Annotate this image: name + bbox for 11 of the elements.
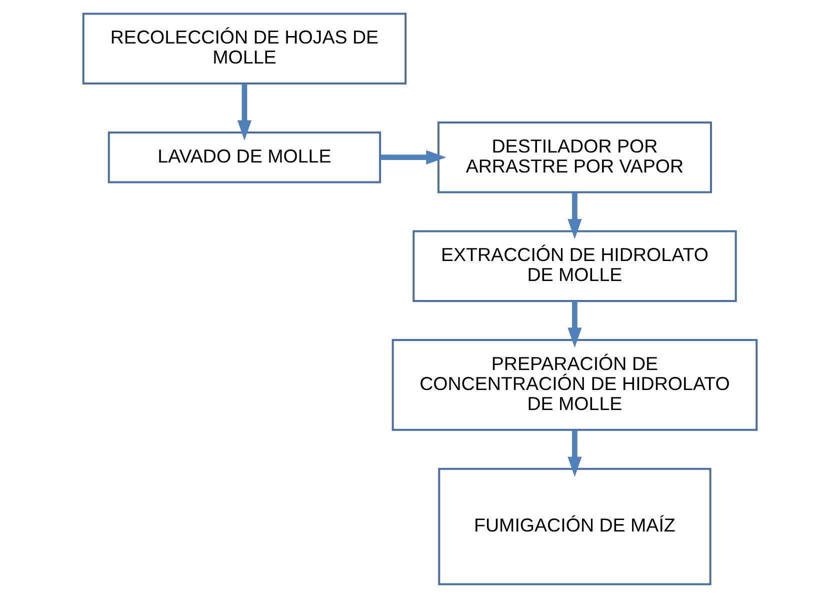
node-box: PREPARACIÓN DE CONCENTRACIÓN DE HIDROLATO DE MOLLE <box>391 338 758 431</box>
arrow <box>236 84 252 140</box>
node-box: FUMIGACIÓN DE MAÍZ <box>438 468 711 586</box>
node-box: DESTILADOR POR ARRASTRE POR VAPOR <box>436 121 712 194</box>
arrow <box>567 301 582 348</box>
node-box: EXTRACCIÓN DE HIDROLATO DE MOLLE <box>412 230 736 302</box>
arrow <box>567 192 582 240</box>
arrow <box>567 430 582 477</box>
node-box: LAVADO DE MOLLE <box>107 132 381 184</box>
arrow <box>380 150 446 164</box>
node-box: RECOLECCIÓN DE HOJAS DE MOLLE <box>82 12 406 85</box>
